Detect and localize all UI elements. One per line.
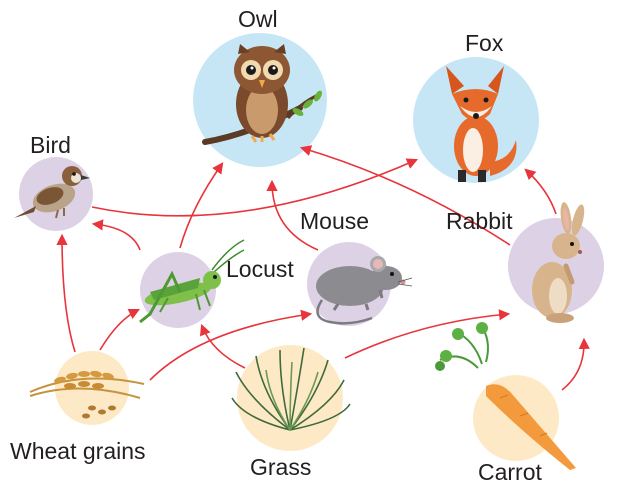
arrow-rabbit-to-fox: [526, 170, 556, 214]
label-wheat-grains: Wheat grains: [10, 440, 146, 463]
label-bird: Bird: [30, 134, 71, 157]
arrow-wheat-to-locust: [100, 310, 138, 350]
label-owl: Owl: [238, 8, 278, 31]
label-locust: Locust: [226, 258, 294, 281]
label-grass: Grass: [250, 456, 311, 479]
label-rabbit: Rabbit: [446, 210, 512, 233]
arrow-grass-to-locust: [202, 326, 245, 368]
arrow-locust-to-owl: [180, 164, 222, 248]
arrow-wheat-to-bird: [62, 236, 75, 352]
label-fox: Fox: [465, 32, 503, 55]
label-carrot: Carrot: [478, 461, 542, 484]
label-mouse: Mouse: [300, 210, 369, 233]
arrow-carrot-to-rabbit: [562, 340, 584, 390]
arrow-locust-to-bird: [94, 224, 140, 250]
